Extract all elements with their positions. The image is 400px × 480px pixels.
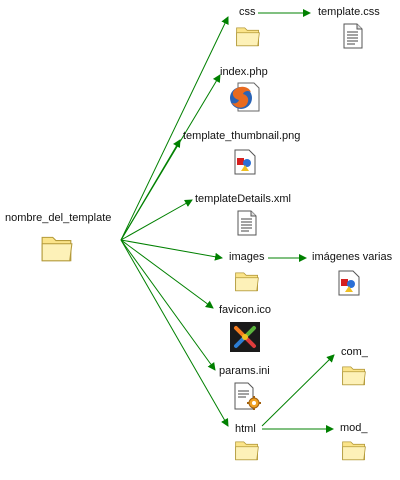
- html-folder-label: html: [235, 423, 256, 435]
- arrow-root-to-html: [120, 239, 229, 427]
- template-css-label: template.css: [318, 6, 380, 18]
- firefox-file-icon: [230, 82, 260, 112]
- folder-icon: [342, 441, 366, 461]
- favicon-label: favicon.ico: [219, 304, 271, 316]
- image-file-icon: [234, 149, 256, 175]
- arrow-root-to-css: [120, 16, 229, 241]
- joomla-logo-icon: [230, 322, 260, 352]
- arrow-root-to-template-thumbnail: [120, 139, 181, 241]
- folder-icon: [41, 236, 73, 262]
- images-folder-label: images: [229, 251, 265, 263]
- template-thumbnail-label: template_thumbnail.png: [183, 130, 301, 142]
- folder-icon: [235, 272, 259, 292]
- arrow-html-to-com: [261, 354, 335, 427]
- text-file-icon: [343, 23, 363, 49]
- text-file-icon: [237, 210, 257, 236]
- css-folder-label: css: [239, 6, 256, 18]
- template-details-label: templateDetails.xml: [195, 193, 291, 205]
- folder-icon: [342, 366, 366, 386]
- arrow-root-to-params: [120, 239, 216, 371]
- folder-icon: [235, 441, 259, 461]
- mod-folder-label: mod_: [340, 422, 368, 434]
- index-php-label: index.php: [220, 66, 268, 78]
- arrow-root-to-template-details: [120, 199, 193, 241]
- com-folder-label: com_: [341, 346, 368, 358]
- arrow-root-to-favicon: [120, 239, 214, 309]
- ini-file-icon: [234, 382, 261, 410]
- imagenes-varias-label: imágenes varias: [312, 251, 393, 263]
- params-ini-label: params.ini: [219, 365, 270, 377]
- image-file-icon: [338, 270, 360, 296]
- folder-icon: [236, 27, 260, 47]
- arrow-root-to-images: [120, 239, 223, 261]
- root-folder-label: nombre_del_template: [5, 212, 112, 224]
